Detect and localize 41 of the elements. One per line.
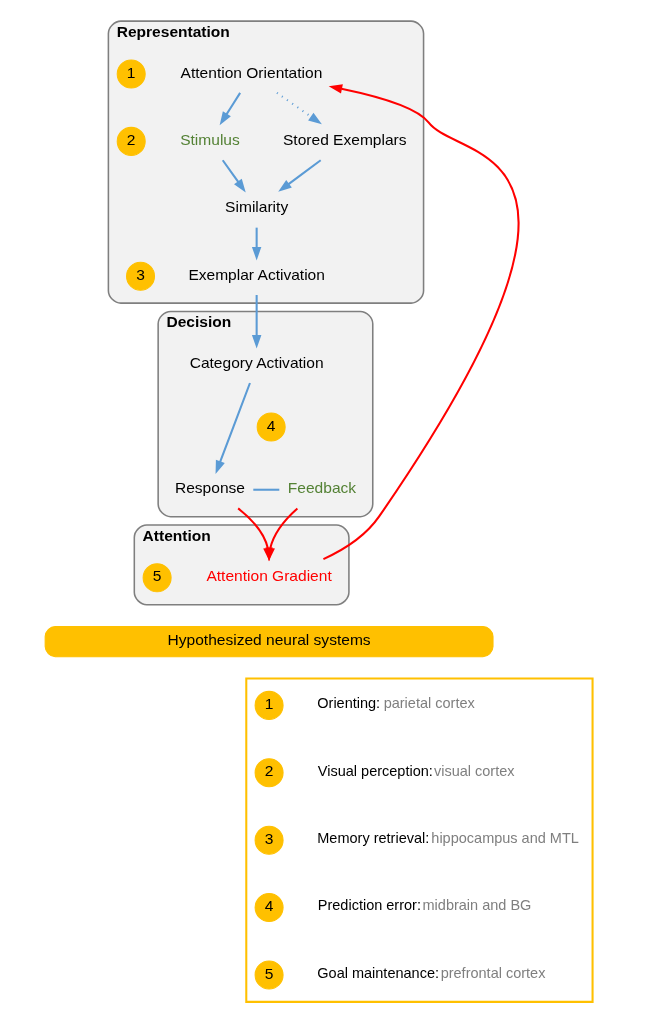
node-text: Attention Gradient	[205, 567, 332, 585]
arrow	[251, 227, 261, 261]
node-circle: 3	[125, 261, 155, 291]
arrow	[251, 295, 261, 349]
node-circle: 2	[254, 758, 284, 788]
node-text: Stimulus	[179, 131, 240, 148]
node-label: Prediction error:	[317, 897, 421, 914]
arrow	[215, 382, 251, 474]
arrow	[277, 159, 321, 192]
node-circle: 1	[254, 690, 284, 720]
node-text: Category Activation	[189, 353, 324, 371]
node-circle: 4	[254, 893, 284, 923]
arrow	[275, 92, 322, 125]
arrow	[221, 159, 246, 193]
connector	[252, 488, 279, 491]
node-circle: 5	[254, 960, 284, 990]
node-text: Feedback	[287, 479, 356, 497]
node-label: prefrontal cortex	[440, 964, 545, 981]
node-text: Exemplar Activation	[187, 265, 325, 283]
node-circle: 5	[142, 563, 172, 593]
node-circle: 3	[254, 825, 284, 855]
arrow	[322, 84, 519, 561]
node-circle: 1	[116, 59, 146, 89]
node-label: parietal cortex	[383, 695, 475, 712]
node-box: Hypothesized neural systems	[44, 626, 494, 658]
node-label: midbrain and BG	[422, 897, 531, 914]
node-label: Visual perception:	[317, 762, 433, 779]
arrow	[265, 507, 298, 562]
cluster	[244, 677, 594, 1003]
node-label: Memory retrieval:	[316, 829, 429, 846]
node-label: hippocampus and MTL	[430, 829, 579, 846]
node-text: Response	[174, 479, 245, 497]
node-circle: 2	[116, 126, 146, 156]
node-text: Stored Exemplars	[282, 131, 407, 148]
node-label: Orienting:	[316, 695, 380, 712]
arrow	[219, 92, 241, 126]
node-label: Goal maintenance:	[316, 964, 439, 981]
node-label: visual cortex	[433, 762, 515, 779]
node-text: Similarity	[224, 198, 288, 216]
node-circle: 4	[256, 412, 286, 442]
node-text: Attention Orientation	[180, 63, 322, 81]
